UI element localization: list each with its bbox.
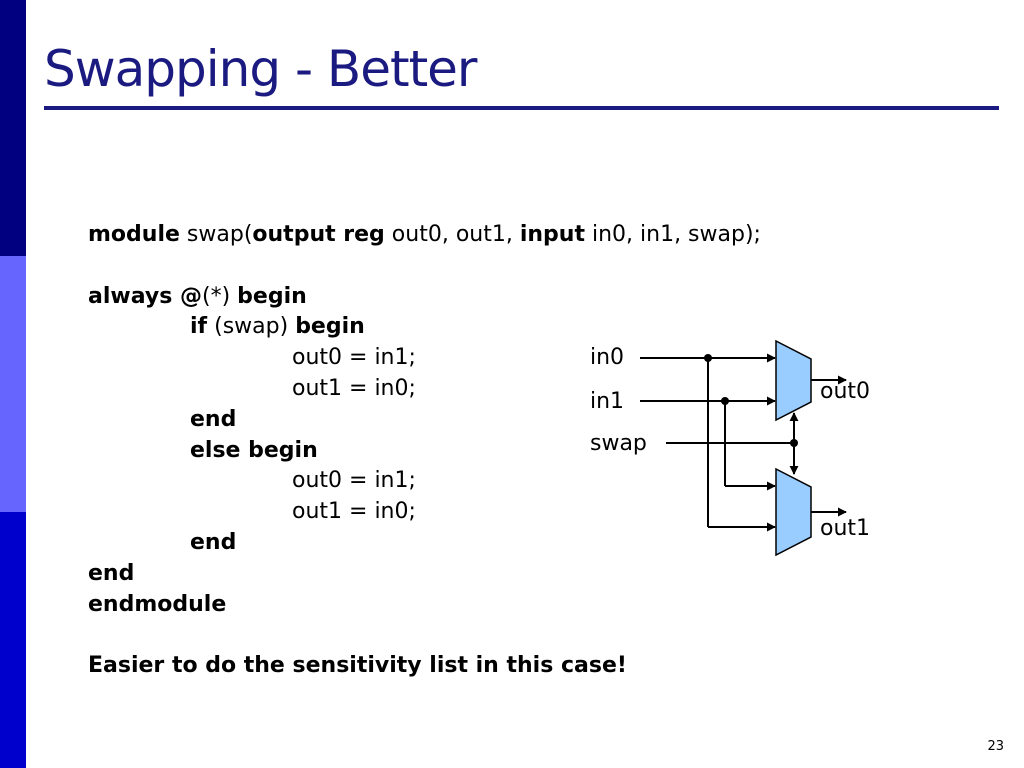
code-line-assign: out0 = in1; [292, 345, 416, 371]
keyword: module [88, 222, 180, 247]
code-line-end: end [88, 560, 135, 586]
code-line-else-begin: else begin [190, 437, 318, 463]
code-text: out0, out1, [384, 222, 520, 247]
page-number: 23 [987, 739, 1004, 754]
code-line-assign: out1 = in0; [292, 375, 416, 401]
code-line-end: end [190, 529, 237, 555]
code-text: (*) [201, 283, 238, 309]
keyword: if [190, 314, 208, 340]
side-strip-top [0, 0, 26, 256]
code-block: module swap(output reg out0, out1, input… [88, 220, 761, 682]
keyword: begin [237, 283, 307, 309]
keyword: always @ [88, 283, 202, 309]
code-line-module: module swap(output reg out0, out1, input… [88, 220, 761, 251]
code-line-always: always @(*) begin [88, 282, 761, 313]
side-strip-bottom [0, 512, 26, 768]
title-underline [44, 106, 999, 110]
keyword: input [519, 222, 585, 247]
label-out0: out0 [820, 379, 870, 404]
keyword: begin [295, 314, 365, 340]
mux-bottom [775, 467, 812, 557]
code-line-if: if (swap) begin [88, 312, 761, 343]
mux-top [775, 339, 812, 422]
note-text: Easier to do the sensitivity list in thi… [88, 653, 627, 679]
blank-line [88, 251, 761, 282]
junction-dot [790, 439, 798, 447]
side-strip-middle [0, 256, 26, 512]
code-line-assign: out1 = in0; [292, 499, 416, 525]
slide-title: Swapping - Better [44, 40, 477, 98]
keyword: output reg [252, 222, 385, 247]
label-out1: out1 [820, 516, 870, 541]
code-text: in0, in1, swap); [584, 222, 761, 247]
code-line-endmodule: endmodule [88, 591, 227, 617]
code-line-end: end [190, 406, 237, 432]
code-text: (swap) [207, 314, 296, 340]
code-text: swap( [179, 222, 253, 247]
blank-line [88, 620, 761, 651]
code-line-assign: out0 = in1; [292, 468, 416, 494]
